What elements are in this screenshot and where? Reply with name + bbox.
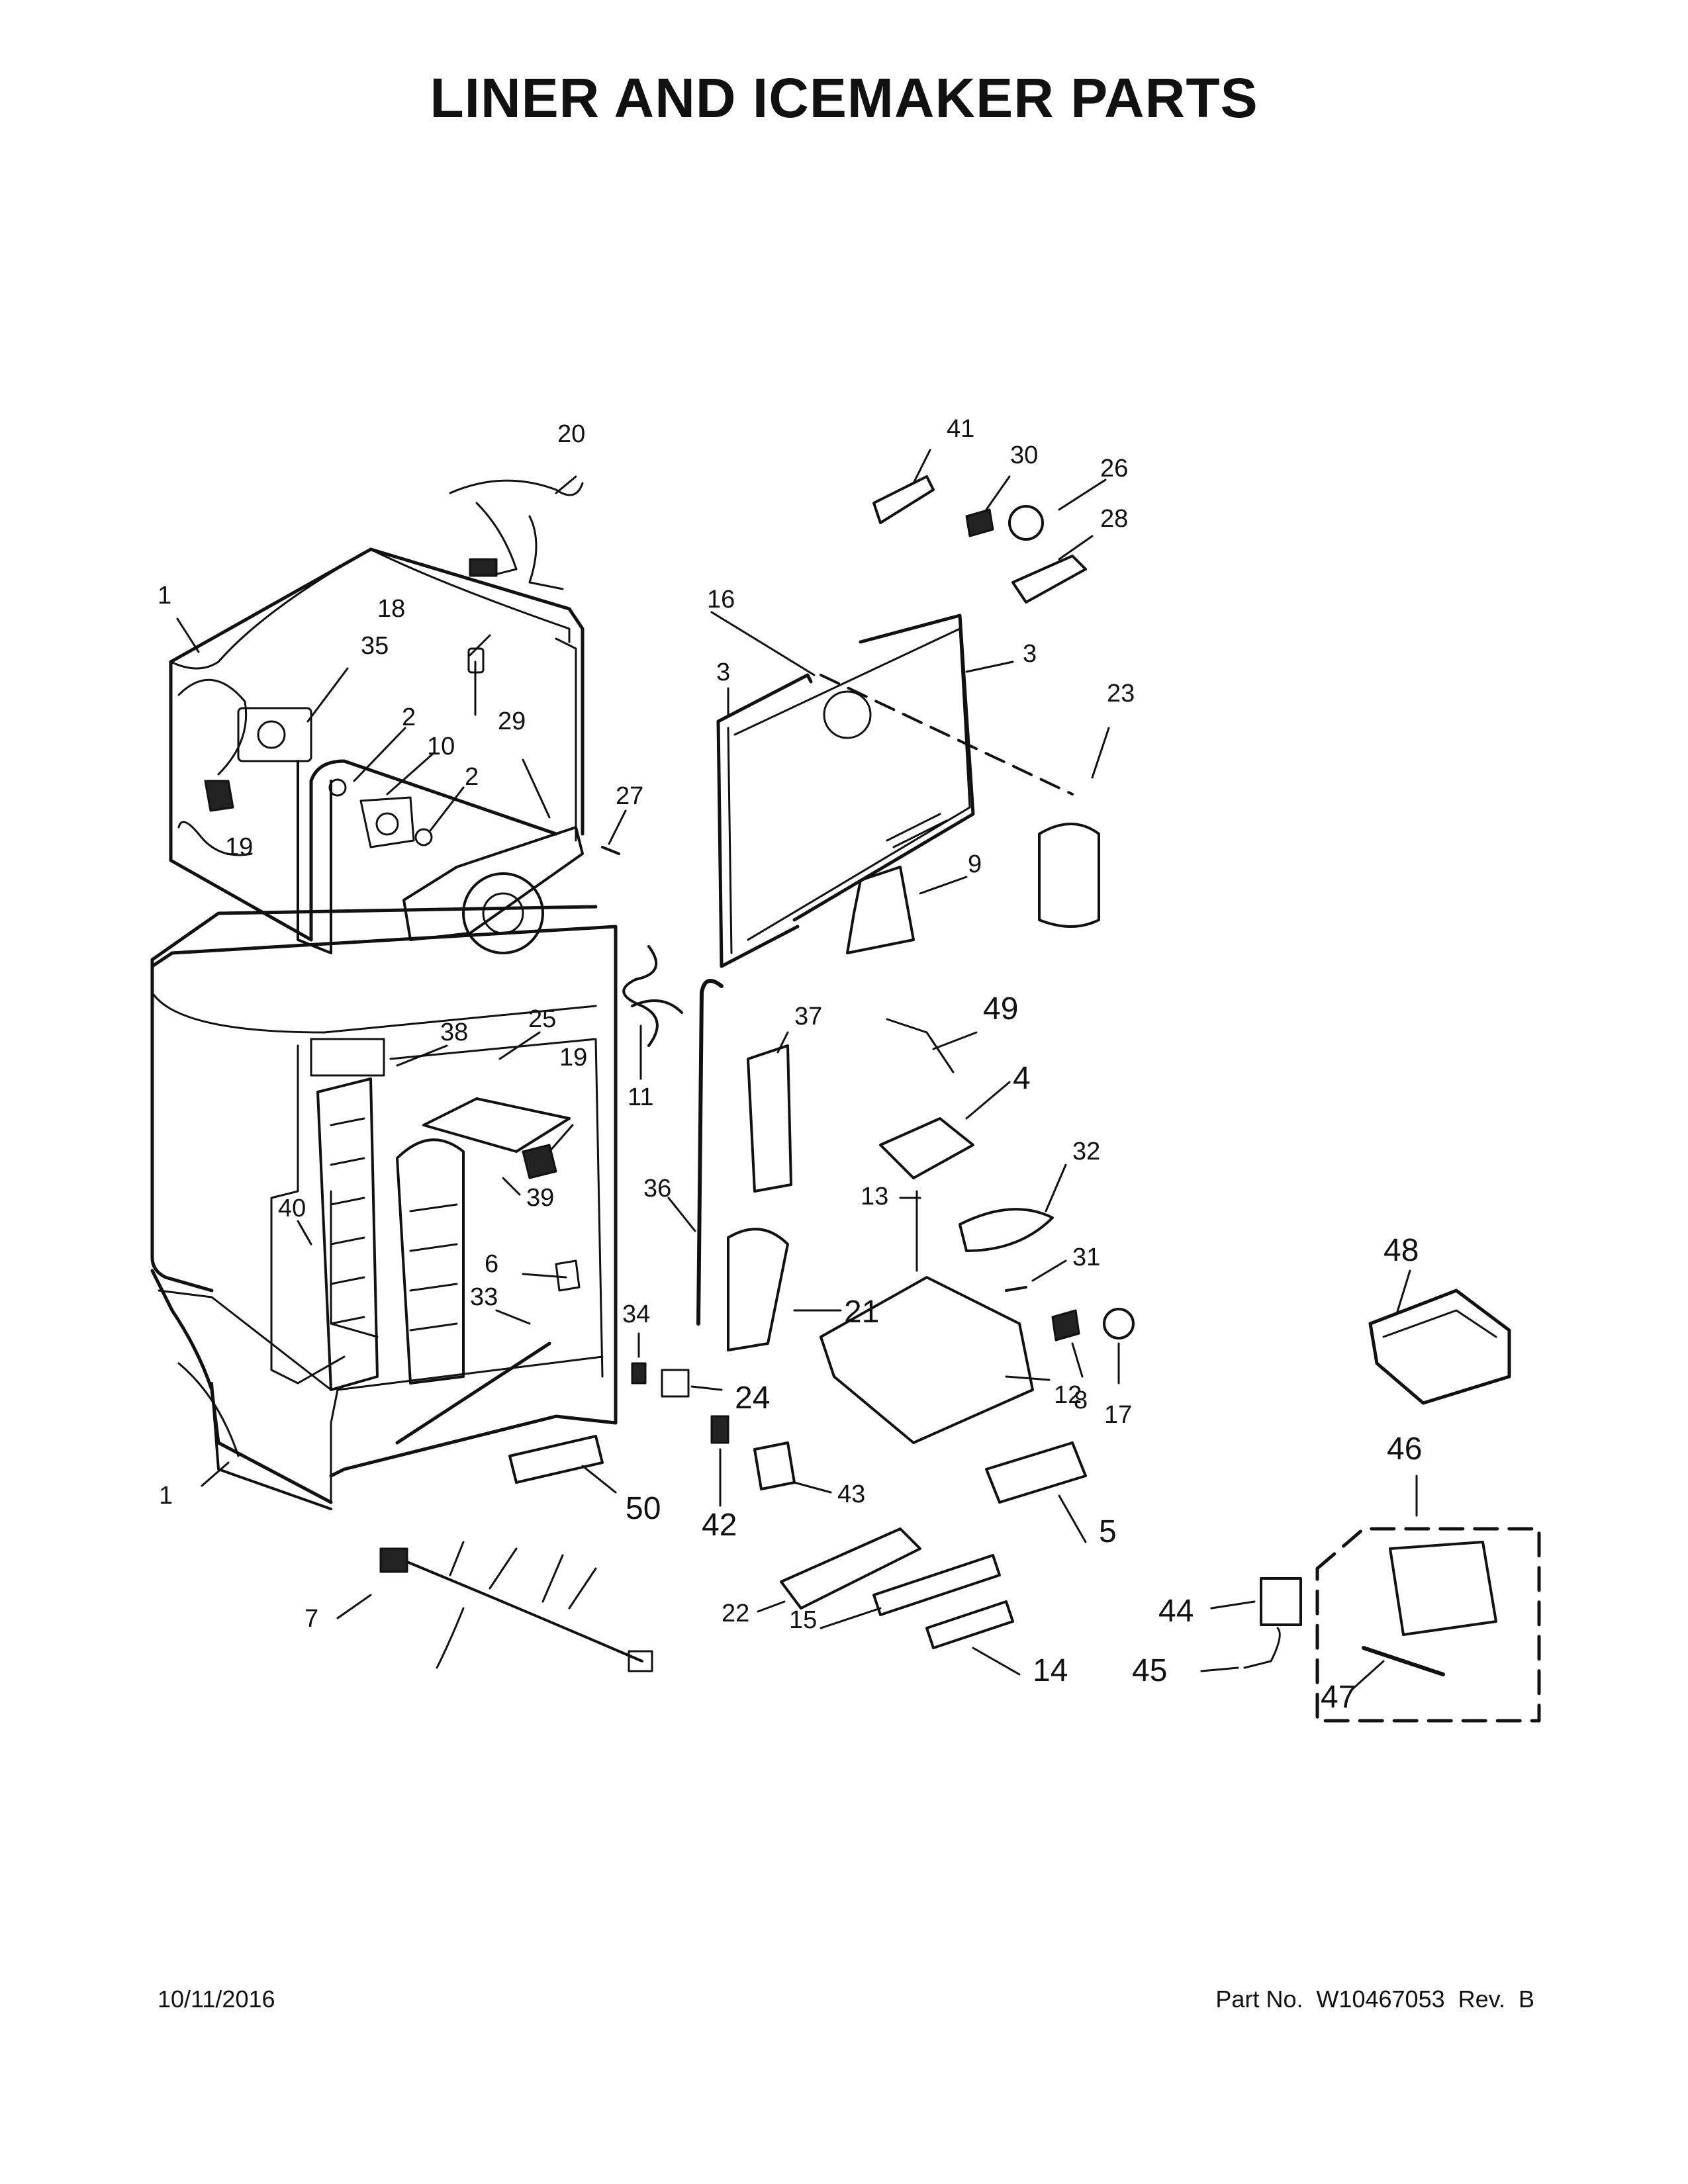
part-42 (710, 1415, 729, 1444)
tube-36 (696, 979, 724, 1326)
callout-13: 13 (861, 1183, 888, 1210)
part-21 (727, 1228, 789, 1351)
panel-3-16 (716, 614, 975, 968)
housing-12 (820, 1276, 1034, 1444)
callout-35: 35 (361, 632, 389, 660)
callout-11: 11 (628, 1083, 653, 1111)
part-41 (872, 475, 935, 524)
callout-8: 8 (1074, 1387, 1088, 1414)
footer-date: 10/11/2016 (158, 1985, 275, 2013)
callout-49: 49 (983, 991, 1018, 1026)
callout-33: 33 (470, 1283, 498, 1311)
callout-2-a: 2 (402, 704, 416, 731)
callout-47: 47 (1321, 1680, 1356, 1715)
part-24 (661, 1369, 690, 1398)
icemaker-47 (1389, 1541, 1497, 1636)
callout-3-left: 3 (716, 659, 730, 686)
part-44 (1260, 1577, 1302, 1626)
bulb-17 (1103, 1308, 1135, 1340)
callout-42: 42 (702, 1508, 737, 1543)
callout-3-right: 3 (1023, 640, 1037, 668)
freezer-liner (169, 547, 585, 954)
callout-41: 41 (947, 415, 974, 443)
part-9 (846, 866, 915, 954)
callout-19-lower: 19 (559, 1044, 587, 1071)
callout-16: 16 (707, 586, 735, 614)
icemaker-box-46 (1315, 1527, 1541, 1723)
callout-48: 48 (1383, 1233, 1419, 1268)
callout-2-b: 2 (465, 763, 479, 791)
callout-40: 40 (278, 1195, 306, 1222)
callout-19-upper: 19 (225, 833, 253, 861)
callout-21: 21 (844, 1295, 879, 1330)
connector-49 (886, 1018, 955, 1073)
callout-6: 6 (485, 1250, 498, 1278)
callout-43: 43 (837, 1480, 865, 1508)
part-37 (747, 1044, 792, 1193)
callout-32: 32 (1072, 1138, 1100, 1165)
callout-15: 15 (789, 1606, 817, 1634)
callout-24: 24 (735, 1381, 770, 1416)
callout-1-upper: 1 (158, 582, 171, 610)
callout-17: 17 (1104, 1401, 1132, 1429)
callout-9: 9 (968, 850, 982, 878)
part-15 (872, 1554, 1001, 1616)
part-22 (780, 1527, 921, 1610)
footer-part-number: Part No. W10467053 Rev. B (1215, 1985, 1534, 2013)
callout-31: 31 (1072, 1244, 1100, 1271)
page-title: LINER AND ICEMAKER PARTS (430, 67, 1258, 129)
socket-8 (1051, 1309, 1080, 1342)
part-28 (1011, 555, 1087, 604)
part-32 (959, 1208, 1054, 1252)
part-43 (753, 1441, 796, 1490)
main-harness-7 (379, 1541, 653, 1672)
screw-31 (1005, 1286, 1027, 1292)
part-23 (1038, 823, 1100, 928)
callout-labels: 1 1 2 2 3 3 4 5 6 7 8 9 10 11 12 13 14 1… (158, 415, 1422, 1715)
callout-26: 26 (1100, 455, 1128, 482)
part-34 (631, 1362, 647, 1385)
callout-23: 23 (1107, 680, 1135, 707)
callout-34: 34 (622, 1300, 650, 1328)
callout-39: 39 (526, 1184, 554, 1212)
part-5 (985, 1441, 1087, 1504)
callout-25: 25 (528, 1005, 556, 1033)
bin-48 (1368, 1289, 1511, 1405)
callout-20: 20 (557, 420, 585, 448)
control-board-4 (879, 1117, 974, 1179)
callout-46: 46 (1387, 1432, 1422, 1467)
wire-harness-20 (449, 479, 584, 590)
callout-38: 38 (440, 1019, 468, 1046)
callout-14: 14 (1033, 1653, 1068, 1688)
callout-22: 22 (722, 1600, 749, 1627)
callout-5: 5 (1099, 1514, 1117, 1549)
callout-30: 30 (1010, 441, 1038, 469)
fresh-food-liner (150, 905, 618, 1510)
callout-45: 45 (1132, 1653, 1167, 1688)
fan-blade-11 (622, 945, 683, 1047)
callout-4: 4 (1013, 1061, 1031, 1096)
callout-28: 28 (1100, 505, 1128, 533)
callout-7: 7 (305, 1605, 318, 1633)
callout-12: 12 (1054, 1381, 1082, 1409)
part-14 (925, 1600, 1014, 1649)
bulb-26 (1008, 505, 1044, 541)
part-30 (965, 508, 994, 537)
part-45 (1243, 1627, 1281, 1669)
callout-50: 50 (626, 1491, 661, 1526)
callout-44: 44 (1158, 1594, 1194, 1629)
callout-37: 37 (794, 1003, 822, 1030)
part-50 (508, 1435, 604, 1484)
callout-36: 36 (643, 1175, 671, 1203)
callout-29: 29 (498, 707, 526, 735)
callout-18: 18 (377, 595, 405, 623)
callout-27: 27 (616, 782, 643, 810)
callout-10: 10 (427, 733, 455, 760)
callout-1-lower: 1 (159, 1482, 173, 1510)
